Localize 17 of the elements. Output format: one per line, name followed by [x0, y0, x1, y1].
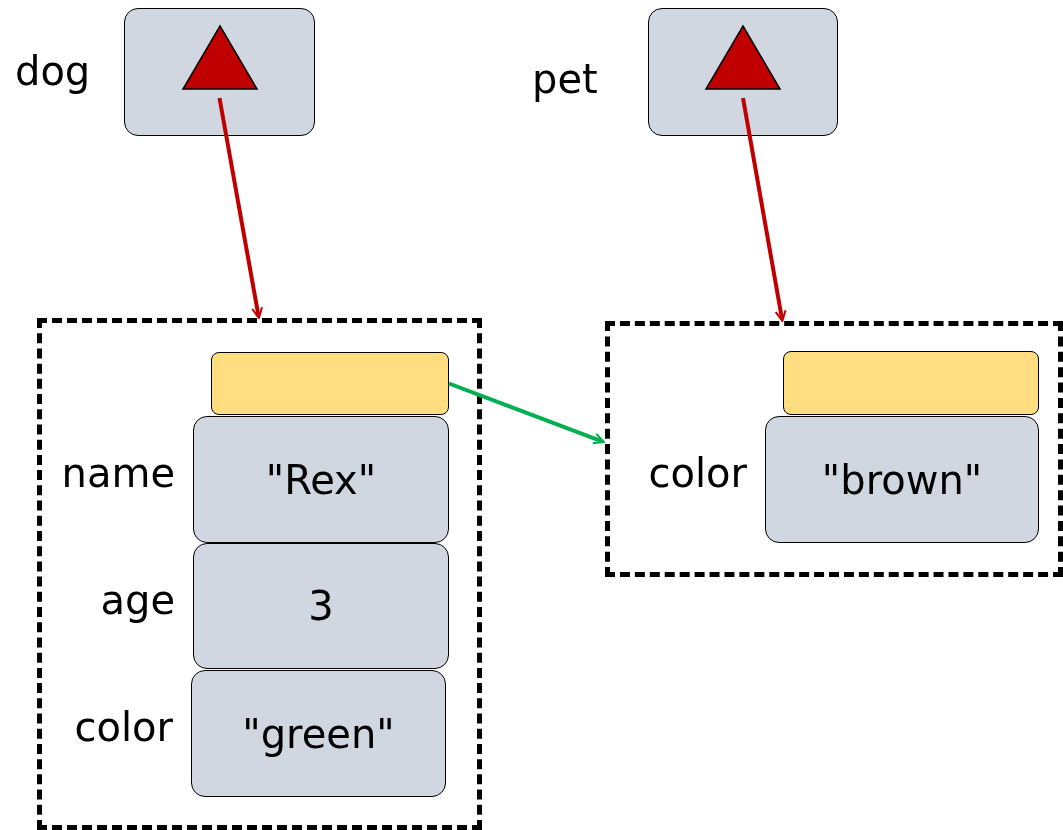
value-slot: 3 [193, 543, 449, 669]
object-frame [37, 318, 482, 830]
field-name: color [74, 704, 173, 750]
object-frame [605, 321, 1063, 577]
variable-name: dog [15, 48, 91, 94]
variable-name: pet [532, 56, 598, 102]
field-name: name [61, 450, 175, 496]
arrow [741, 97, 787, 322]
field-name: age [100, 577, 175, 623]
arrow [448, 381, 605, 445]
value-slot: "green" [191, 670, 446, 797]
value-slot: "brown" [765, 416, 1039, 543]
reference-slot [783, 351, 1039, 415]
arrow [217, 97, 263, 319]
field-name: color [648, 450, 747, 496]
reference-slot [211, 352, 449, 415]
value-slot: "Rex" [193, 416, 449, 543]
